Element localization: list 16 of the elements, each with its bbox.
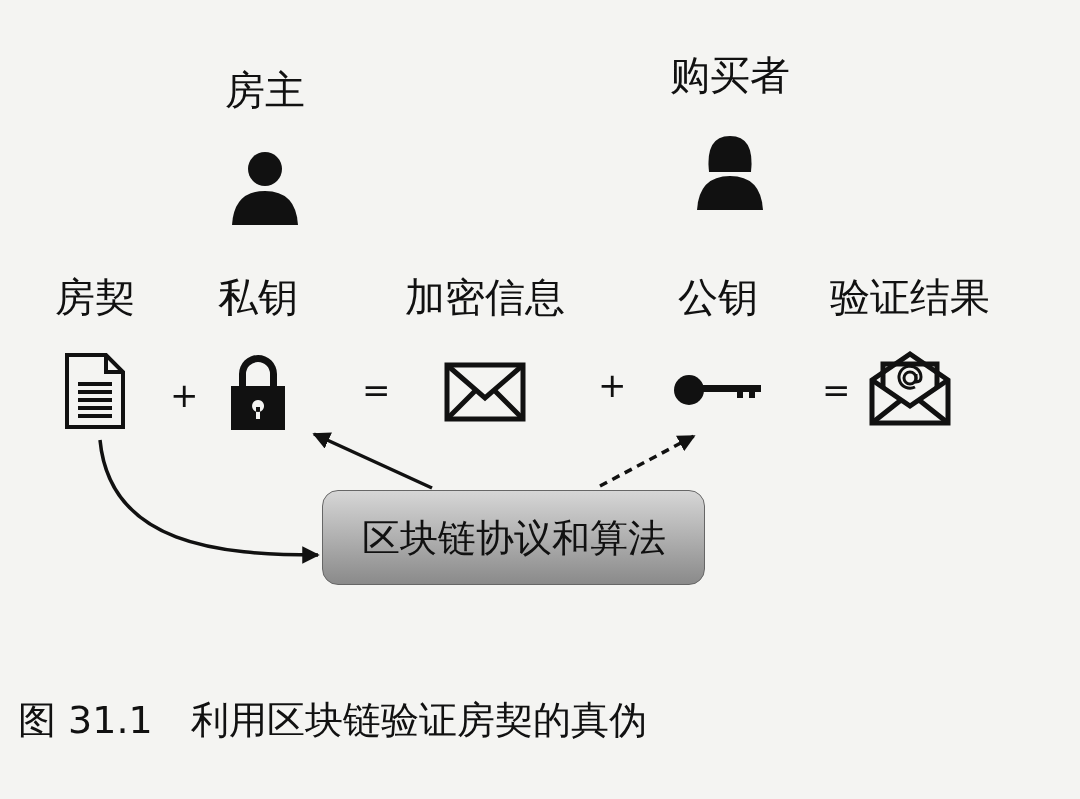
process-box: 区块链协议和算法 xyxy=(322,490,705,585)
figure-caption: 图 31.1 利用区块链验证房契的真伪 xyxy=(18,697,647,744)
arrow xyxy=(599,434,696,488)
node-label: 公钥 xyxy=(677,273,758,322)
arrow xyxy=(312,432,433,490)
operator-sign: = xyxy=(362,370,391,410)
operator-sign: + xyxy=(170,375,199,415)
operator-sign: = xyxy=(822,370,851,410)
operator-sign: + xyxy=(598,365,627,405)
node-label: 私钥 xyxy=(217,273,298,322)
node-label: 加密信息 xyxy=(405,273,565,322)
arrow xyxy=(98,439,320,564)
node-label: 购买者 xyxy=(670,51,790,100)
node-label: 房主 xyxy=(225,66,305,115)
node-label: 房契 xyxy=(55,273,135,322)
node-label: 验证结果 xyxy=(830,273,990,322)
